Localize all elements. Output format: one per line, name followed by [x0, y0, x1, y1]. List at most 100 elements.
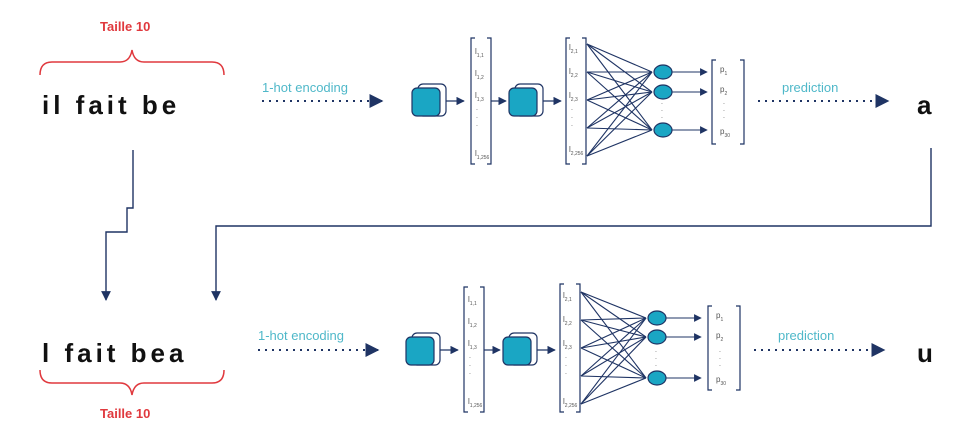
- prob-top-p1: p: [720, 65, 725, 74]
- svg-text:.: .: [469, 353, 471, 360]
- input-text-top: il fait be: [42, 90, 181, 120]
- svg-text:l1,3: l1,3: [475, 91, 484, 103]
- layer2-bottom-l256: l: [563, 397, 565, 406]
- svg-text:l2,3: l2,3: [569, 91, 578, 103]
- dense-connections-top: [586, 43, 653, 157]
- layer1-bottom-l2-sub: 1,2: [470, 323, 477, 329]
- svg-text:l1,256: l1,256: [475, 149, 490, 161]
- layer1-top-l2: l: [475, 69, 477, 78]
- svg-text:p1: p1: [720, 65, 727, 77]
- encoding-label-top: 1-hot encoding: [262, 80, 349, 95]
- svg-text:l1,256: l1,256: [468, 397, 483, 409]
- svg-text:.: .: [661, 106, 663, 113]
- layer2-bottom-l256-sub: 2,256: [565, 403, 578, 409]
- feature-vector-2-top: l2,1 l2,2 l2,3 . . . l2,256: [565, 37, 587, 165]
- prob-top-p30-sub: 30: [724, 133, 730, 139]
- layer1-bottom-l1: l: [468, 295, 470, 304]
- dense-connections-bottom: [580, 291, 647, 405]
- svg-text:p2: p2: [716, 331, 723, 343]
- layer1-bottom-l3-sub: 1,3: [470, 345, 477, 351]
- layer1-bottom-l1-sub: 1,1: [470, 301, 477, 307]
- feature-vector-2-bottom: l2,1 l2,2 l2,3 . . . l2,256: [559, 283, 581, 413]
- layer1-top-l1-sub: 1,1: [477, 53, 484, 59]
- node-to-prob-bottom: [666, 314, 702, 382]
- layer1-top-l256: l: [475, 149, 477, 158]
- layer2-top-l2-sub: 2,2: [571, 73, 578, 79]
- svg-text:.: .: [723, 106, 725, 113]
- prob-top-p2-sub: 2: [724, 91, 727, 97]
- prob-bottom-p2: p: [716, 331, 721, 340]
- svg-text:.: .: [565, 353, 567, 360]
- svg-text:.: .: [565, 361, 567, 368]
- svg-text:.: .: [655, 347, 657, 354]
- prob-vector-top: p1 p2 . . . p30: [711, 59, 745, 145]
- brace-bottom: [39, 369, 225, 396]
- svg-text:.: .: [565, 369, 567, 376]
- svg-text:l1,3: l1,3: [468, 339, 477, 351]
- layer2-bottom-l3: l: [563, 339, 565, 348]
- svg-text:l2,3: l2,3: [563, 339, 572, 351]
- size-label-bottom: Taille 10: [100, 406, 151, 421]
- layer2-bottom-l3-sub: 2,3: [565, 345, 572, 351]
- svg-text:.: .: [661, 99, 663, 106]
- row-top: l1,1 l1,2 l1,3 . . . l1,256 l2,1 l2,2 l2…: [39, 37, 890, 165]
- svg-text:p1: p1: [716, 311, 723, 323]
- prob-top-p1-sub: 1: [724, 71, 727, 77]
- prob-bottom-p1-sub: 1: [720, 317, 723, 323]
- svg-text:.: .: [469, 369, 471, 376]
- conv-block-2-top: [508, 83, 544, 117]
- prob-top-p30: p: [720, 127, 725, 136]
- size-label-top: Taille 10: [100, 19, 151, 34]
- output-char-top: a: [917, 90, 932, 120]
- layer1-bottom-l256-sub: 1,256: [470, 403, 483, 409]
- svg-text:p2: p2: [720, 85, 727, 97]
- svg-text:.: .: [571, 105, 573, 112]
- layer2-top-l2: l: [569, 67, 571, 76]
- svg-text:l2,256: l2,256: [563, 397, 578, 409]
- prob-vector-bottom: p1 p2 . . . p30: [707, 305, 741, 391]
- svg-text:.: .: [476, 121, 478, 128]
- layer2-top-l3-sub: 2,3: [571, 97, 578, 103]
- layer1-top-l256-sub: 1,256: [477, 155, 490, 161]
- svg-text:.: .: [655, 354, 657, 361]
- svg-text:.: .: [723, 113, 725, 120]
- layer2-top-l256: l: [569, 145, 571, 154]
- layer2-top-l1: l: [569, 43, 571, 52]
- svg-text:l2,2: l2,2: [569, 67, 578, 79]
- svg-text:l2,1: l2,1: [563, 291, 572, 303]
- feedback-arrow-right: [211, 148, 932, 301]
- layer2-bottom-l1: l: [563, 291, 565, 300]
- prob-bottom-p1: p: [716, 311, 721, 320]
- svg-text:.: .: [719, 354, 721, 361]
- svg-text:l1,1: l1,1: [475, 47, 484, 59]
- svg-text:l2,256: l2,256: [569, 145, 584, 157]
- encoding-label-bottom: 1-hot encoding: [258, 328, 345, 343]
- layer1-top-l3-sub: 1,3: [477, 97, 484, 103]
- svg-text:.: .: [476, 105, 478, 112]
- svg-text:.: .: [655, 361, 657, 368]
- svg-text:p30: p30: [716, 375, 726, 387]
- node-to-prob-top: [672, 68, 708, 134]
- layer2-top-l3: l: [569, 91, 571, 100]
- layer1-bottom-l256: l: [468, 397, 470, 406]
- layer1-top-l2-sub: 1,2: [477, 75, 484, 81]
- svg-text:l1,2: l1,2: [468, 317, 477, 329]
- conv-block-1-bottom: [405, 332, 441, 366]
- layer2-top-l256-sub: 2,256: [571, 151, 584, 157]
- svg-text:.: .: [469, 361, 471, 368]
- svg-text:.: .: [476, 113, 478, 120]
- svg-text:l2,2: l2,2: [563, 315, 572, 327]
- prob-bottom-p30: p: [716, 375, 721, 384]
- prob-top-p2: p: [720, 85, 725, 94]
- conv-block-1-top: [411, 83, 447, 117]
- svg-text:.: .: [723, 99, 725, 106]
- feedback-arrow-left: [101, 150, 134, 301]
- row-bottom: l1,1 l1,2 l1,3 . . . l1,256 l2,1 l2,2 l2…: [39, 283, 886, 413]
- output-char-bottom: u: [917, 338, 933, 368]
- svg-text:.: .: [719, 361, 721, 368]
- layer2-bottom-l2-sub: 2,2: [565, 321, 572, 327]
- feature-vector-1-bottom: l1,1 l1,2 l1,3 . . . l1,256: [463, 286, 485, 413]
- conv-block-2-bottom: [502, 332, 538, 366]
- layer1-top-l3: l: [475, 91, 477, 100]
